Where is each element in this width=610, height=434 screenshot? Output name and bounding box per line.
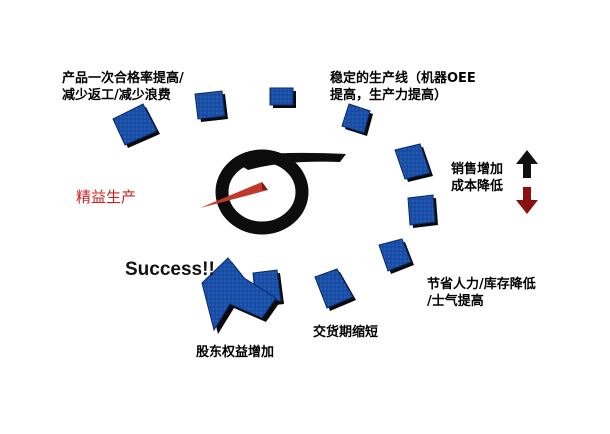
label-equity: 股东权益增加 xyxy=(196,345,275,360)
label-quality: 产品一次合格率提高/ 减少返工/减少浪费 xyxy=(62,71,184,103)
cycle-tile-icon xyxy=(378,238,414,274)
label-sales: 销售增加 成本降低 xyxy=(451,162,504,194)
big-arrow-icon xyxy=(201,257,280,334)
cycle-tile-icon xyxy=(194,90,228,122)
gauge-logo-icon xyxy=(200,149,346,235)
label-savings: 节省人力/库存降低 /士气提高 xyxy=(427,277,536,309)
label-delivery: 交货期缩短 xyxy=(313,325,379,340)
success-text: Success!! xyxy=(125,259,215,280)
down-arrow-icon xyxy=(516,187,538,214)
cycle-tile-icon xyxy=(112,103,160,148)
up-arrow-icon xyxy=(516,150,538,178)
center-label: 精益生产 xyxy=(76,188,137,206)
cycle-tile-icon xyxy=(341,103,373,136)
cycle-tiles xyxy=(112,87,438,311)
cycle-tile-icon xyxy=(314,268,356,311)
cycle-tile-icon xyxy=(407,194,438,228)
cycle-tile-icon xyxy=(269,87,296,108)
label-oee: 稳定的生产线（机器OEE 提高，生产力提高） xyxy=(330,71,476,103)
cycle-tile-icon xyxy=(394,143,433,182)
